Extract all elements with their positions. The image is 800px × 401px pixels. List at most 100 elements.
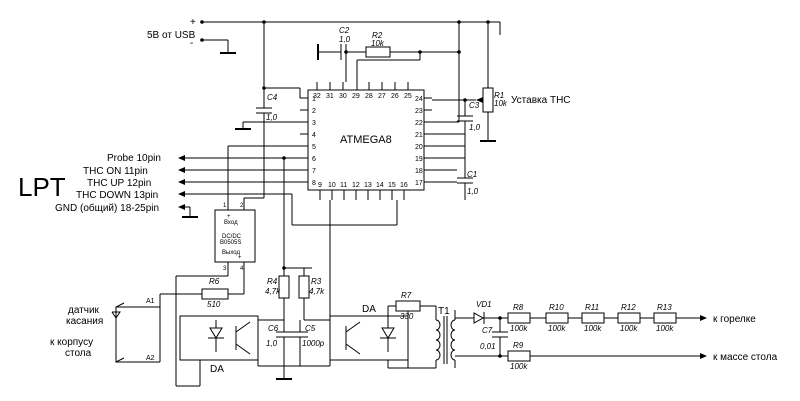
dcdc-output: Выход: [222, 250, 240, 256]
r2-name: R2: [372, 31, 383, 40]
mcu-right-pins: 24 23 22 21 20 19 18 17: [415, 96, 432, 187]
resistor-r7: R7 330: [388, 291, 436, 321]
pin-28: 28: [365, 93, 373, 100]
resistor-r9: R9 100k: [500, 341, 707, 371]
dcdc-model: B0505S: [220, 240, 241, 246]
pin-5: 5: [312, 144, 316, 151]
c3-value: 1,0: [469, 123, 481, 132]
optocoupler-right: DA: [329, 304, 409, 361]
dcdc-plus-out: +: [238, 255, 242, 261]
lpt-line-thc-up: THC UP 12pin: [87, 178, 151, 189]
lpt-line-thc-on: THC ON 11pin: [83, 166, 148, 177]
c4-value: 1,0: [266, 113, 278, 122]
mcu-left-pins: 1 2 3 4 5 6 7 8: [300, 96, 316, 187]
pin-9: 9: [318, 182, 322, 189]
resistor-r6: R6 510: [201, 277, 229, 309]
r11-name: R11: [585, 303, 599, 312]
capacitor-c2: C2 1,0: [317, 26, 366, 60]
probe-body-line1: к корпусу: [50, 337, 93, 348]
r2-value: 10k: [371, 39, 385, 48]
probe-a1: A1: [146, 298, 155, 305]
pin-13: 13: [364, 182, 372, 189]
pin-22: 22: [415, 120, 423, 127]
dcdc-input: Вход: [224, 220, 238, 226]
pin-18: 18: [415, 168, 423, 175]
potentiometer-r1: R1 10k Уставка THC: [432, 22, 571, 142]
r13-value: 100k: [656, 324, 674, 333]
resistor-chain-torch: R8 100k R10 100k R11 100k R12 100k R13 1…: [500, 303, 707, 333]
mcu-atmega8: ATMEGA8 32 31 30 29 28 27 26 25 1 2 3 4: [300, 82, 432, 200]
resistor-r4: R4 4,7k: [265, 268, 290, 299]
optocoupler-left: DA: [179, 315, 259, 375]
pin-20: 20: [415, 144, 423, 151]
pin-3: 3: [312, 120, 316, 127]
resistor-r3: R3 4,7k: [298, 268, 325, 299]
probe-body-line2: стола: [65, 348, 92, 359]
r7-value: 330: [400, 312, 414, 321]
capacitor-c1: C1 1,0: [432, 146, 479, 200]
pin-16: 16: [400, 182, 408, 189]
c1-value: 1,0: [467, 187, 479, 196]
r9-name: R9: [513, 341, 524, 350]
r1-name: R1: [494, 91, 504, 100]
r8-value: 100k: [510, 324, 528, 333]
pin-14: 14: [376, 182, 384, 189]
pin-6: 6: [312, 156, 316, 163]
c6-name: C6: [268, 324, 279, 333]
c1-name: C1: [467, 170, 477, 179]
pin-17: 17: [415, 180, 423, 187]
r12-value: 100k: [620, 324, 638, 333]
mcu-name: ATMEGA8: [340, 134, 392, 146]
pin-12: 12: [352, 182, 360, 189]
minus-sign: -: [190, 38, 193, 49]
pin-1: 1: [312, 96, 316, 103]
transformer-t1: T1: [435, 306, 456, 368]
lpt-line-probe: Probe 10pin: [107, 153, 161, 164]
dcdc-plus-in: +: [227, 214, 231, 220]
lpt-title: LPT: [18, 172, 66, 202]
r3-name: R3: [311, 277, 322, 286]
r1-value: 10k: [494, 99, 508, 108]
mcu-top-pins: 32 31 30 29 28 27 26 25: [313, 82, 412, 100]
mcu-bottom-pins: 9 10 11 12 13 14 15 16: [318, 182, 408, 200]
setpoint-label: Уставка THC: [511, 95, 571, 106]
r4-value: 4,7k: [265, 287, 281, 296]
r10-value: 100k: [548, 324, 566, 333]
c7-name: C7: [482, 326, 493, 335]
pin-27: 27: [378, 93, 386, 100]
c3-name: C3: [469, 101, 480, 110]
usb-power-label: 5В от USB: [147, 30, 196, 41]
c2-value: 1,0: [339, 35, 351, 44]
dcdc-pin3: 3: [223, 266, 227, 272]
pin-11: 11: [340, 182, 347, 189]
r11-value: 100k: [584, 324, 602, 333]
r3-value: 4,7k: [309, 287, 325, 296]
pin-7: 7: [312, 168, 316, 175]
lpt-line-gnd: GND (общий) 18-25pin: [55, 202, 159, 214]
pin-10: 10: [328, 182, 336, 189]
c6-value: 1,0: [266, 339, 278, 348]
r4-name: R4: [267, 277, 278, 286]
c4-name: C4: [267, 93, 278, 102]
dcdc-pin2: 2: [240, 203, 244, 209]
pin-15: 15: [388, 182, 396, 189]
resistor-r2: R2 10k: [365, 31, 459, 58]
capacitor-c6: C6 1,0: [266, 320, 292, 366]
pin-4: 4: [312, 132, 316, 139]
probe-a2: A2: [146, 355, 155, 362]
diode-vd1: VD1: [473, 300, 500, 324]
plus-sign: +: [190, 17, 196, 28]
opto-left-label: DA: [210, 364, 224, 375]
vd1-name: VD1: [476, 300, 492, 309]
capacitor-c7: C7 0,01: [480, 318, 508, 356]
r8-name: R8: [513, 303, 524, 312]
capacitor-c5: C5 1000p: [292, 320, 325, 366]
capacitor-c3: C3 1,0: [457, 98, 481, 140]
r12-name: R12: [621, 303, 636, 312]
r6-name: R6: [209, 277, 220, 286]
lpt-line-thc-down: THC DOWN 13pin: [76, 190, 158, 201]
pin-8: 8: [312, 180, 316, 187]
pin-2: 2: [312, 108, 316, 115]
opto-right-label: DA: [362, 304, 376, 315]
